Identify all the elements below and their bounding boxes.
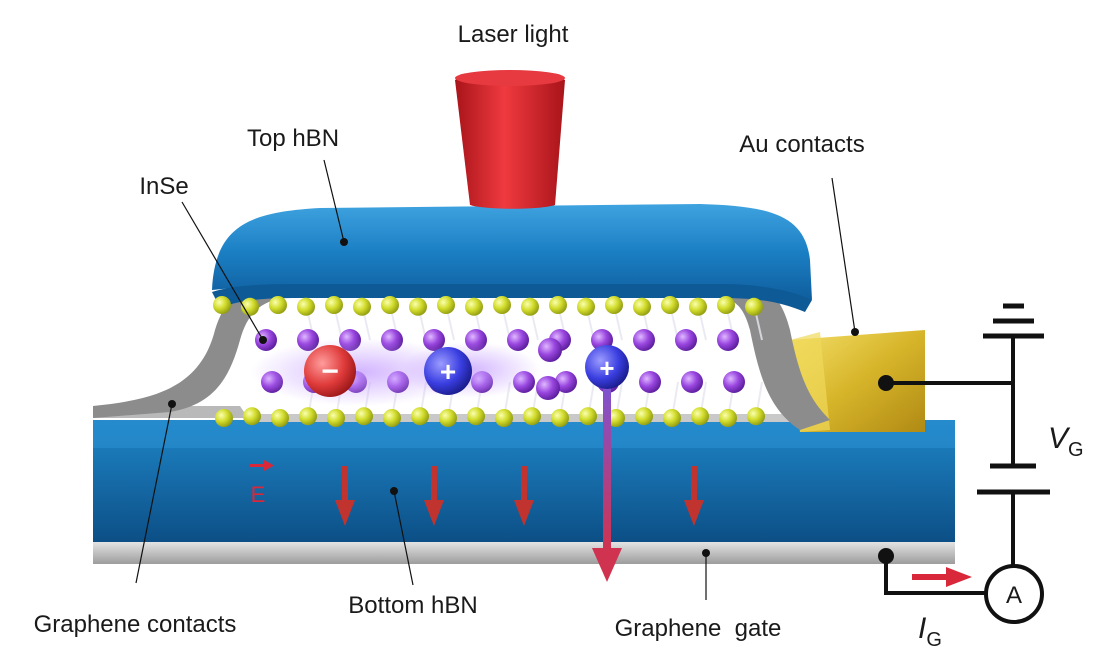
- photocurrent-arrow: [592, 378, 622, 582]
- selenium-atom: [381, 296, 399, 314]
- selenium-atom: [551, 409, 569, 427]
- selenium-atom: [605, 296, 623, 314]
- selenium-atom: [243, 407, 261, 426]
- selenium-atom: [465, 297, 483, 316]
- selenium-atom: [467, 407, 485, 426]
- graphene-gate-label: Graphene gate: [615, 615, 782, 642]
- selenium-atom: [691, 407, 709, 426]
- selenium-atom: [495, 409, 513, 427]
- indium-atom: [633, 329, 655, 351]
- selenium-atom: [607, 409, 625, 427]
- hole-particle-1: +: [424, 347, 472, 395]
- field-arrow: [335, 466, 355, 526]
- selenium-atom: [521, 297, 539, 316]
- contact-terminal-dot: [878, 375, 894, 391]
- laser-light-label: Laser light: [458, 21, 569, 48]
- field-arrow: [514, 466, 534, 526]
- indium-atom: [723, 371, 745, 393]
- indium-atom: [536, 376, 560, 400]
- indium-atom: [639, 371, 661, 393]
- selenium-atom: [383, 409, 401, 427]
- selenium-atom: [299, 407, 317, 426]
- indium-atom: [681, 371, 703, 393]
- electron-sign: −: [321, 355, 339, 388]
- selenium-atom: [269, 296, 287, 314]
- gate-terminal-dot: [878, 548, 894, 564]
- ammeter-label: A: [1006, 582, 1022, 609]
- selenium-atom: [747, 407, 765, 426]
- current-arrow: [912, 567, 972, 587]
- selenium-atom: [523, 407, 541, 426]
- capacitor-symbol: [977, 463, 1050, 495]
- hole-sign-2: +: [599, 353, 614, 383]
- selenium-atom: [353, 297, 371, 316]
- selenium-atom: [661, 296, 679, 314]
- leader-dots: [168, 238, 859, 557]
- gate-voltage-label: VG: [1048, 422, 1084, 461]
- field-indicator: E: [250, 460, 274, 507]
- indium-atom: [555, 371, 577, 393]
- field-arrows: [335, 466, 704, 526]
- field-arrow: [684, 466, 704, 526]
- electron-particle: −: [304, 345, 356, 397]
- selenium-atom: [579, 407, 597, 426]
- bottom-hbn-label: Bottom hBN: [348, 592, 477, 619]
- gate-circuit: [884, 338, 1015, 595]
- ammeter: A: [984, 564, 1044, 624]
- selenium-atom: [327, 409, 345, 427]
- leader-lines: [135, 159, 856, 600]
- selenium-atom: [633, 297, 651, 316]
- selenium-atom: [745, 297, 763, 316]
- hole-sign-1: +: [440, 356, 456, 387]
- top-hbn-layer: [93, 204, 830, 430]
- selenium-atom: [663, 409, 681, 427]
- indium-atom: [675, 329, 697, 351]
- battery-symbol: [983, 303, 1044, 339]
- selenium-atom: [437, 296, 455, 314]
- selenium-atom: [577, 297, 595, 316]
- field-label: E: [251, 482, 266, 507]
- selenium-atom: [297, 297, 315, 316]
- field-arrow: [424, 466, 444, 526]
- selenium-atom: [493, 296, 511, 314]
- selenium-atom: [635, 407, 653, 426]
- selenium-atom: [717, 296, 735, 314]
- selenium-atom: [689, 297, 707, 316]
- selenium-atom: [213, 296, 231, 314]
- inse-label: InSe: [139, 173, 188, 200]
- laser-beam: [455, 70, 565, 209]
- indium-atom: [507, 329, 529, 351]
- top-hbn-label: Top hBN: [247, 125, 339, 152]
- selenium-atom: [719, 409, 737, 427]
- graphene-contacts-label: Graphene contacts: [34, 611, 237, 638]
- graphene-gate-layer: [93, 542, 955, 564]
- selenium-atom: [325, 296, 343, 314]
- selenium-atom: [355, 407, 373, 426]
- au-contacts-label: Au contacts: [739, 131, 864, 158]
- indium-atom: [717, 329, 739, 351]
- selenium-atom: [439, 409, 457, 427]
- selenium-atom: [409, 297, 427, 316]
- selenium-atom: [271, 409, 289, 427]
- gate-current-label: IG: [918, 612, 942, 651]
- hole-particle-2: +: [585, 345, 629, 389]
- selenium-atom: [411, 407, 429, 426]
- selenium-atom: [215, 409, 233, 427]
- indium-atom: [538, 338, 562, 362]
- selenium-atom: [549, 296, 567, 314]
